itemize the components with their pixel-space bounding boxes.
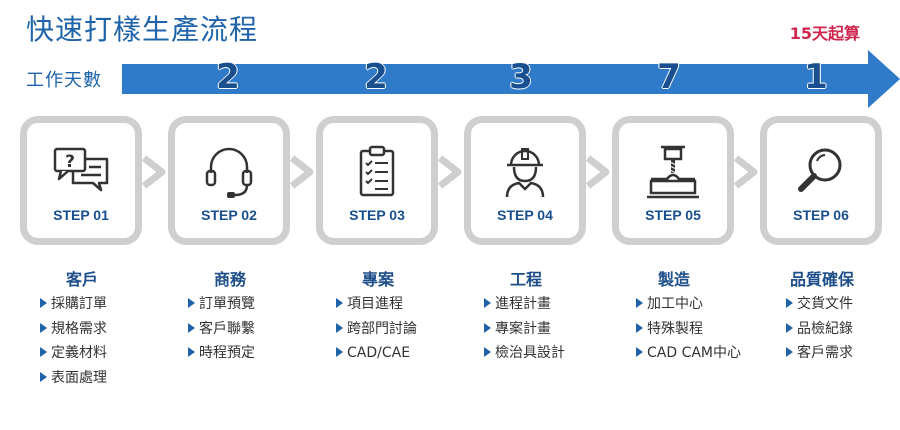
day-count-5: 1 <box>804 57 828 97</box>
page-title: 快速打樣生產流程 <box>26 13 259 46</box>
triangle-bullet-icon <box>40 347 47 357</box>
step-label-02: STEP 02 <box>201 207 257 223</box>
list-item: 時程預定 <box>188 341 255 366</box>
triangle-bullet-icon <box>484 298 491 308</box>
list-item: 表面處理 <box>40 366 107 391</box>
triangle-bullet-icon <box>636 347 643 357</box>
column-title-project: 專案 <box>361 270 394 289</box>
triangle-bullet-icon <box>786 322 793 333</box>
headset-icon <box>205 147 253 198</box>
chevron-right-icon <box>141 155 166 189</box>
triangle-bullet-icon <box>40 371 47 382</box>
day-count-1: 2 <box>216 57 240 97</box>
triangle-bullet-icon <box>484 347 491 357</box>
step-label-03: STEP 03 <box>349 207 405 223</box>
step-box-03: STEP 03 <box>316 116 438 245</box>
chat-question-icon: ? <box>53 147 109 192</box>
chevron-right-icon <box>733 155 758 189</box>
list-item: 專案計畫 <box>484 317 565 342</box>
column-title-business: 商務 <box>213 270 246 289</box>
day-count-4: 7 <box>657 57 681 97</box>
triangle-bullet-icon <box>188 322 195 333</box>
triangle-bullet-icon <box>786 298 793 308</box>
triangle-bullet-icon <box>336 298 343 308</box>
cnc-mill-icon <box>647 145 699 199</box>
timeline-arrow-head <box>868 50 900 108</box>
triangle-bullet-icon <box>636 322 643 333</box>
clipboard-checklist-icon <box>359 145 395 197</box>
step-box-06: STEP 06 <box>760 116 882 245</box>
list-item: 項目進程 <box>336 292 417 317</box>
engineer-helmet-icon <box>505 148 545 198</box>
list-item: 規格需求 <box>40 317 107 342</box>
list-item: 訂單預覽 <box>188 292 255 317</box>
step-box-01: ? STEP 01 <box>20 116 142 245</box>
column-list-engineering: 進程計畫 專案計畫 檢治具設計 <box>484 292 565 366</box>
triangle-bullet-icon <box>484 322 491 333</box>
day-count-3: 3 <box>509 57 533 97</box>
column-title-manufacturing: 製造 <box>657 270 690 289</box>
column-list-manufacturing: 加工中心 特殊製程 CAD CAM中心 <box>636 292 741 366</box>
triangle-bullet-icon <box>336 347 343 357</box>
column-title-customer: 客戶 <box>65 270 98 289</box>
step-label-06: STEP 06 <box>793 207 849 223</box>
column-list-project: 項目進程 跨部門討論 CAD/CAE <box>336 292 417 366</box>
list-item: 加工中心 <box>636 292 741 317</box>
column-title-quality: 品質確保 <box>789 270 854 289</box>
list-item: 檢治具設計 <box>484 341 565 366</box>
column-list-business: 訂單預覽 客戶聯繫 時程預定 <box>188 292 255 366</box>
triangle-bullet-icon <box>40 298 47 308</box>
list-item: CAD/CAE <box>336 341 417 366</box>
step-box-02: STEP 02 <box>168 116 290 245</box>
step-label-05: STEP 05 <box>645 207 701 223</box>
triangle-bullet-icon <box>40 322 47 333</box>
duration-subtitle: 15天起算 <box>789 24 860 43</box>
list-item: 特殊製程 <box>636 317 741 342</box>
list-item: CAD CAM中心 <box>636 341 741 366</box>
list-item: 採購訂單 <box>40 292 107 317</box>
list-item: 客戶需求 <box>786 341 853 366</box>
list-item: 進程計畫 <box>484 292 565 317</box>
svg-text:?: ? <box>65 152 75 172</box>
list-item: 交貨文件 <box>786 292 853 317</box>
list-item: 客戶聯繫 <box>188 317 255 342</box>
triangle-bullet-icon <box>188 347 195 357</box>
chevron-right-icon <box>585 155 610 189</box>
list-item: 品檢紀錄 <box>786 317 853 342</box>
triangle-bullet-icon <box>336 322 343 333</box>
list-item: 定義材料 <box>40 341 107 366</box>
chevron-right-icon <box>437 155 462 189</box>
step-label-04: STEP 04 <box>497 207 553 223</box>
step-box-05: STEP 05 <box>612 116 734 245</box>
column-title-engineering: 工程 <box>509 270 542 289</box>
day-count-2: 2 <box>364 57 388 97</box>
triangle-bullet-icon <box>188 298 195 308</box>
triangle-bullet-icon <box>636 298 643 308</box>
triangle-bullet-icon <box>786 347 793 357</box>
step-label-01: STEP 01 <box>53 207 109 223</box>
list-item: 跨部門討論 <box>336 317 417 342</box>
column-list-customer: 採購訂單 規格需求 定義材料 表面處理 <box>40 292 107 390</box>
workdays-label: 工作天數 <box>26 70 102 91</box>
column-list-quality: 交貨文件 品檢紀錄 客戶需求 <box>786 292 853 366</box>
step-box-04: STEP 04 <box>464 116 586 245</box>
timeline-arrow-bar <box>122 64 870 94</box>
magnifier-icon <box>798 148 842 192</box>
chevron-right-icon <box>289 155 314 189</box>
